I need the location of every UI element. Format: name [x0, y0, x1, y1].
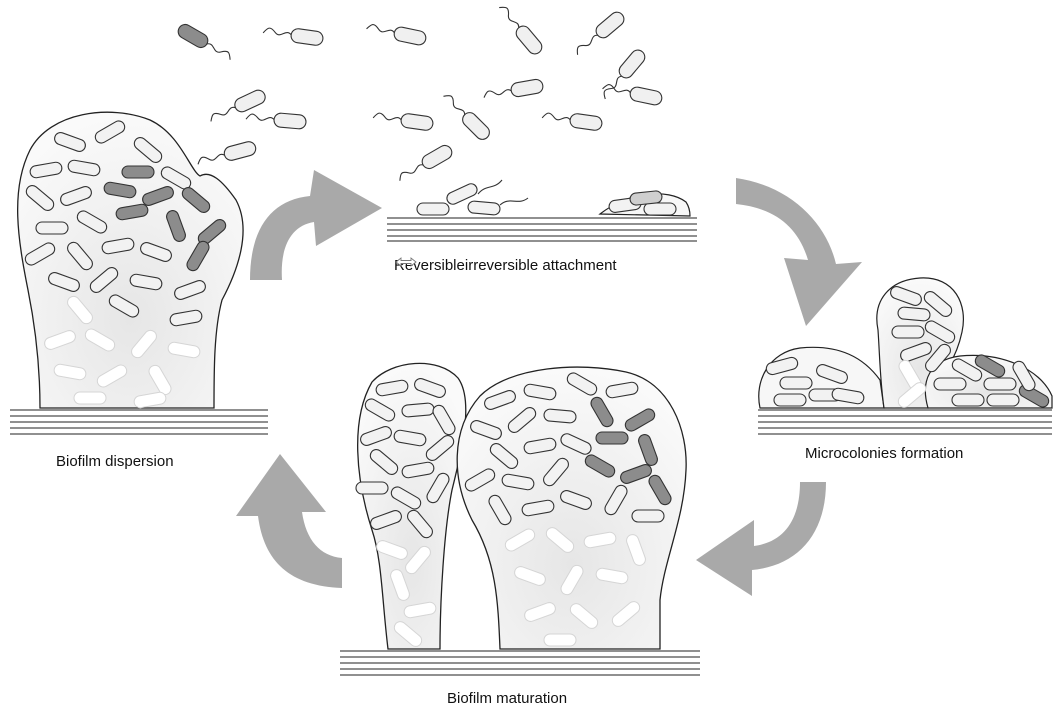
dispersion-substratum	[10, 410, 268, 434]
maturation-label: Biofilm maturation	[447, 690, 567, 707]
microcolonies-substratum	[758, 410, 1052, 434]
dispersion-label: Biofilm dispersion	[56, 453, 174, 470]
attachment-stage	[387, 180, 697, 241]
arrow-maturation-to-dispersion	[236, 454, 342, 588]
arrow-microcolonies-to-maturation	[696, 482, 826, 596]
attachment-label-right: irreversible attachment	[465, 257, 617, 274]
arrow-dispersion-to-attachment	[250, 170, 382, 280]
attached-cells	[417, 180, 690, 216]
double-arrow-icon	[395, 257, 417, 267]
attachment-substratum	[387, 218, 697, 241]
maturation-substratum	[340, 651, 700, 675]
maturation-stage	[340, 363, 700, 675]
arrow-attachment-to-microcolonies	[736, 178, 862, 326]
planktonic-cells	[176, 2, 663, 185]
microcolonies-label: Microcolonies formation	[805, 445, 963, 462]
